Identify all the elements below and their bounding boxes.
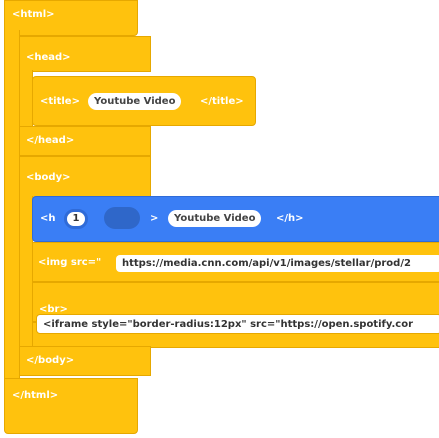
html-close-block[interactable] (4, 378, 138, 434)
head-close-label: </head> (26, 135, 75, 146)
body-block-spine (19, 196, 33, 346)
heading-level-field[interactable]: 1 (64, 209, 88, 229)
head-close-block[interactable] (19, 126, 151, 156)
html-block[interactable] (4, 0, 138, 36)
html-block-spine (4, 30, 20, 410)
head-open-label: <head> (26, 52, 71, 63)
heading-close-label: </h> (276, 213, 304, 224)
title-value-field[interactable]: Youtube Video (88, 93, 182, 110)
heading-value-field[interactable]: Youtube Video (168, 210, 262, 227)
body-open-label: <body> (26, 172, 71, 183)
body-close-block[interactable] (19, 346, 151, 376)
html-open-label: <html> (12, 9, 55, 20)
img-src-label: <img src=" (38, 257, 102, 268)
img-src-field[interactable]: https://media.cnn.com/api/v1/images/stel… (116, 255, 439, 272)
br-label: <br> (39, 304, 68, 315)
head-block-spine (19, 70, 33, 128)
body-close-label: </body> (26, 355, 75, 366)
iframe-field[interactable]: <iframe style="border-radius:12px" src="… (36, 314, 439, 334)
heading-open-label: <h (40, 213, 56, 224)
title-close-label: </title> (200, 96, 244, 107)
html-close-label: </html> (12, 390, 59, 401)
heading-gt-label: > (150, 213, 159, 224)
title-open-label: <title> (40, 96, 80, 107)
heading-level-value: 1 (72, 213, 80, 224)
head-block[interactable] (19, 36, 151, 72)
heading-slot[interactable] (104, 207, 140, 229)
